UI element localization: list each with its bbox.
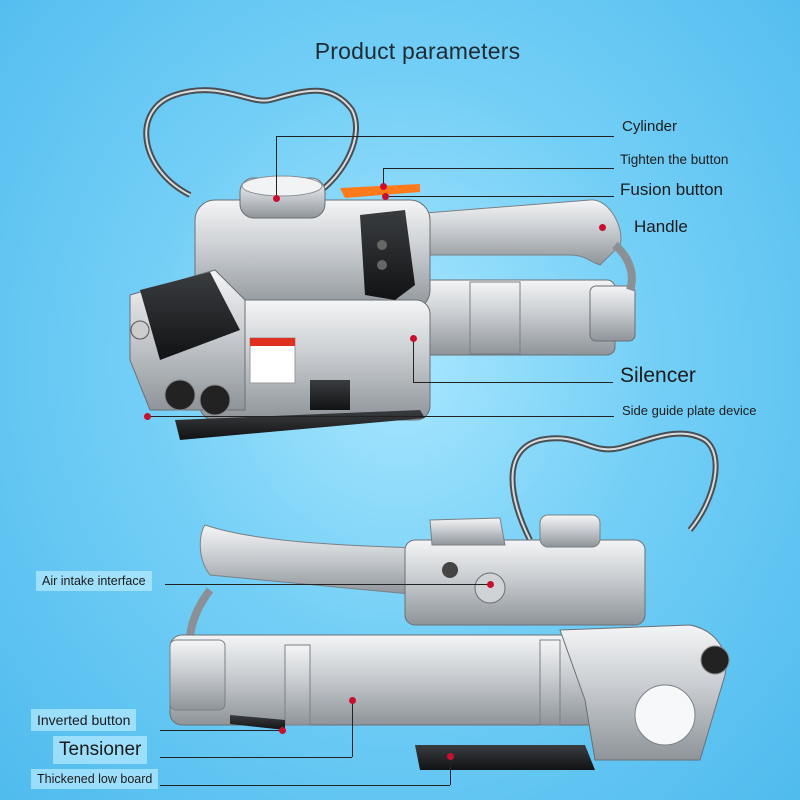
silencer-leader [413,382,613,383]
air-intake-marker [486,580,494,588]
inverted-button-label: Inverted button [31,709,137,731]
tighten-button-leader [383,168,614,169]
tensioner-leader-rise [352,700,353,757]
fusion-button-marker [381,192,389,200]
tensioner-leader [160,757,352,758]
air-intake-label: Air intake interface [36,571,152,591]
handle-label: Handle [634,217,688,236]
fusion-button-leader [385,196,614,197]
thickened-board-marker [446,752,454,760]
tighten-button-leader-drop [383,168,384,186]
tighten-button-label: Tighten the button [620,152,729,167]
upper-tool [129,87,636,440]
lower-tool [169,430,730,770]
silencer-leader-drop [413,338,414,382]
tensioner-marker [348,696,356,704]
thickened-board-leader [160,785,450,786]
thickened-board-label: Thickened low board [31,769,159,789]
cylinder-leader-drop [276,136,277,198]
thickened-board-leader-rise [450,756,451,785]
page-title: Product parameters [314,38,521,64]
tighten-button-marker [379,182,387,190]
air-intake-leader [165,584,490,585]
side-guide-label: Side guide plate device [622,403,757,418]
silencer-marker [409,334,417,342]
cylinder-marker [272,194,280,202]
side-guide-marker [143,412,151,420]
handle-marker [598,223,606,231]
silencer-label: Silencer [620,364,696,387]
tensioner-label: Tensioner [53,736,148,764]
inverted-button-marker [278,726,286,734]
cylinder-label: Cylinder [622,118,678,135]
fusion-button-label: Fusion button [620,180,724,199]
inverted-button-leader [160,730,282,731]
cylinder-leader [276,136,614,137]
side-guide-leader [147,416,614,417]
